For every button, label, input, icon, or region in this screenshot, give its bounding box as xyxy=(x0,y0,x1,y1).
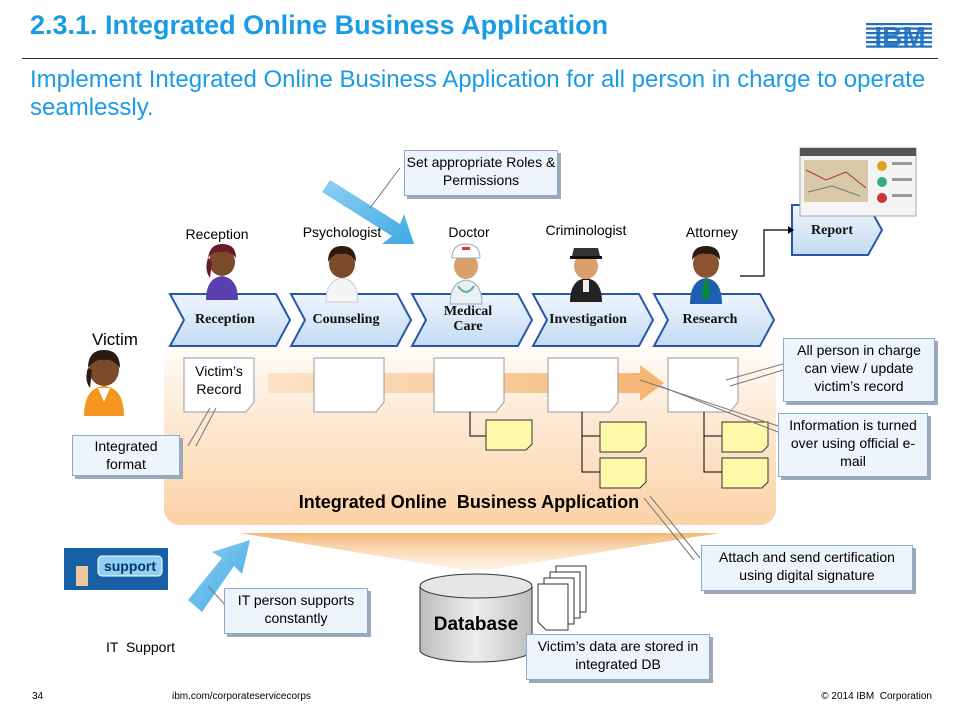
role-psychologist: Psychologist xyxy=(302,224,382,240)
database-label: Database xyxy=(433,614,519,635)
folder-icon xyxy=(485,419,533,451)
document-icon xyxy=(667,357,739,413)
document-icon xyxy=(183,357,255,413)
db-documents xyxy=(537,565,587,631)
folders xyxy=(485,419,769,489)
ibm-logo-text: IBM xyxy=(874,21,925,50)
chevron-counseling xyxy=(289,293,413,347)
folder-tree-lines xyxy=(469,412,722,473)
role-doctor: Doctor xyxy=(448,224,490,240)
chevron-investigation xyxy=(531,293,655,347)
footer-copyright: © 2014 IBM Corporation xyxy=(821,691,932,702)
title-divider xyxy=(22,58,938,59)
page-number: 34 xyxy=(32,691,44,702)
role-reception: Reception xyxy=(185,226,249,242)
role-attorney: Attorney xyxy=(685,224,739,240)
process-medical-care-1: Medical xyxy=(444,304,492,319)
callout-view-update: All person in charge can view / update v… xyxy=(783,338,935,402)
it-support-label: IT Support xyxy=(106,639,176,655)
support-image-text: support xyxy=(104,558,156,574)
victim-record: Victim’s Record xyxy=(195,363,243,397)
report-label: Report xyxy=(811,223,853,238)
process-research: Research xyxy=(683,312,738,327)
roles-arrow-icon xyxy=(322,180,414,244)
nurse-icon-doctor xyxy=(449,243,483,305)
footer-url: ibm.com/corporateservicecorps xyxy=(172,691,311,702)
chevron-reception xyxy=(168,293,292,347)
callout-roles-permissions: Set appropriate Roles & Permissions xyxy=(404,150,558,196)
chevron-research xyxy=(652,293,776,347)
page-title: 2.3.1. Integrated Online Business Applic… xyxy=(30,10,609,40)
person-icon-victim xyxy=(84,350,124,416)
screenshot-thumbnail xyxy=(799,147,917,217)
process-investigation: Investigation xyxy=(549,312,627,327)
callout-integrated-format: Integrated format xyxy=(72,435,180,476)
person-icon-reception xyxy=(206,244,238,300)
process-reception: Reception xyxy=(195,312,255,327)
support-arrow-icon xyxy=(188,540,250,612)
page-subtitle: Implement Integrated Online Business App… xyxy=(30,66,926,121)
person-icon-criminologist xyxy=(570,248,602,302)
victim-label: Victim xyxy=(92,330,138,349)
app-label: Integrated Online Business Application xyxy=(298,492,640,512)
role-criminologist: Criminologist xyxy=(545,222,627,238)
document-icon xyxy=(547,357,619,413)
document-icon xyxy=(433,357,505,413)
callout-db-stored: Victim’s data are stored in integrated D… xyxy=(526,634,710,680)
folder-icon xyxy=(599,421,647,453)
callout-pointers xyxy=(187,361,791,649)
report-connector xyxy=(740,229,788,277)
ibm-logo-icon: IBM xyxy=(866,21,932,50)
process-medical-care-2: Care xyxy=(453,319,482,334)
document-icon xyxy=(313,357,385,413)
person-icon-psychologist xyxy=(325,246,359,303)
person-icon-attorney xyxy=(690,246,722,304)
folder-icon xyxy=(721,421,769,453)
callout-certification: Attach and send certification using digi… xyxy=(701,545,913,591)
record-documents xyxy=(183,357,739,413)
database-icon xyxy=(419,573,533,663)
folder-icon xyxy=(599,457,647,489)
folder-icon xyxy=(721,457,769,489)
db-connector xyxy=(240,533,720,572)
support-image xyxy=(64,548,168,590)
process-counseling: Counseling xyxy=(313,312,380,327)
process-chevrons xyxy=(168,204,884,347)
callout-email: Information is turned over using officia… xyxy=(778,413,928,477)
callout-it-person: IT person supports constantly xyxy=(224,588,368,634)
chevron-medical-care xyxy=(410,293,534,347)
